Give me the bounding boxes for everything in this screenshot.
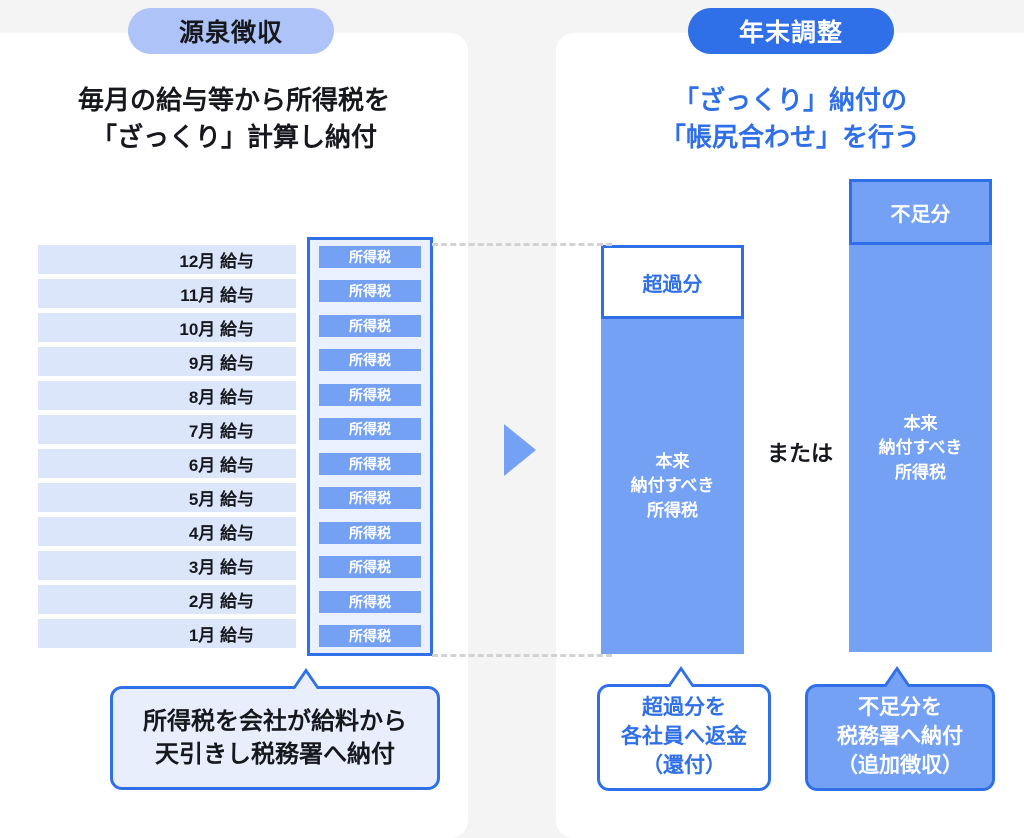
income-tax-box: 所得税 <box>319 521 421 544</box>
income-tax-box: 所得税 <box>319 556 421 579</box>
guide-line-bottom <box>432 654 612 657</box>
income-tax-box: 所得税 <box>319 246 421 268</box>
shortage-amount-segment: 不足分 <box>849 179 992 245</box>
salary-row: 3月 給与 <box>38 551 296 580</box>
salary-row: 9月 給与 <box>38 347 296 376</box>
refund-callout: 超過分を 各社員へ返金 （還付） <box>597 666 771 791</box>
guide-line-top <box>432 243 612 246</box>
income-tax-box: 所得税 <box>319 418 421 441</box>
callout-text: 超過分を 各社員へ返金 （還付） <box>621 696 747 777</box>
monthly-salary-list: 12月 給与 11月 給与 10月 給与 9月 給与 8月 給与 7月 給与 6… <box>38 245 296 653</box>
proper-income-tax-segment: 本来 納付すべき 所得税 <box>601 319 744 654</box>
salary-row: 12月 給与 <box>38 245 296 274</box>
salary-row: 1月 給与 <box>38 619 296 648</box>
salary-row: 4月 給与 <box>38 517 296 546</box>
salary-row: 11月 給与 <box>38 279 296 308</box>
excess-amount-segment: 超過分 <box>601 245 744 319</box>
underpaid-bar-stack: 不足分 本来 納付すべき 所得税 <box>849 179 992 652</box>
salary-row: 2月 給与 <box>38 585 296 614</box>
callout-text: 不足分を 税務署へ納付 （追加徴収） <box>837 696 963 777</box>
callout-tail-fill <box>668 671 694 690</box>
withheld-income-tax-column: 所得税 所得税 所得税 所得税 所得税 所得税 所得税 所得税 所得税 所得税 … <box>307 237 433 656</box>
callout-text: 所得税を会社が給料から 天引きし税務署へ納付 <box>143 707 407 768</box>
income-tax-box: 所得税 <box>319 280 421 303</box>
callout-tail-fill <box>884 671 910 690</box>
income-tax-box: 所得税 <box>319 487 421 510</box>
overpaid-bar-stack: 超過分 本来 納付すべき 所得税 <box>601 245 744 654</box>
withholding-pill-badge: 源泉徴収 <box>128 8 334 54</box>
salary-row: 10月 給与 <box>38 313 296 342</box>
income-tax-box: 所得税 <box>319 590 421 613</box>
additional-collection-callout: 不足分を 税務署へ納付 （追加徴収） <box>805 666 995 791</box>
income-tax-box: 所得税 <box>319 314 421 337</box>
income-tax-box: 所得税 <box>319 624 421 647</box>
salary-row: 6月 給与 <box>38 449 296 478</box>
withholding-explanation-callout: 所得税を会社が給料から 天引きし税務署へ納付 <box>110 668 440 790</box>
year-end-adjustment-pill-badge: 年末調整 <box>688 8 894 54</box>
salary-row: 8月 給与 <box>38 381 296 410</box>
income-tax-box: 所得税 <box>319 349 421 372</box>
salary-row: 5月 給与 <box>38 483 296 512</box>
income-tax-box: 所得税 <box>319 383 421 406</box>
callout-tail-fill <box>293 673 319 692</box>
withholding-panel-heading: 毎月の給与等から所得税を 「ざっくり」計算し納付 <box>77 85 390 152</box>
proper-income-tax-segment: 本来 納付すべき 所得税 <box>849 245 992 652</box>
salary-row: 7月 給与 <box>38 415 296 444</box>
year-end-adjustment-panel-heading: 「ざっくり」納付の 「帳尻合わせ」を行う <box>659 85 920 152</box>
income-tax-box: 所得税 <box>319 452 421 475</box>
triangle-right-icon <box>504 424 536 476</box>
or-connector-label: または <box>766 441 833 466</box>
